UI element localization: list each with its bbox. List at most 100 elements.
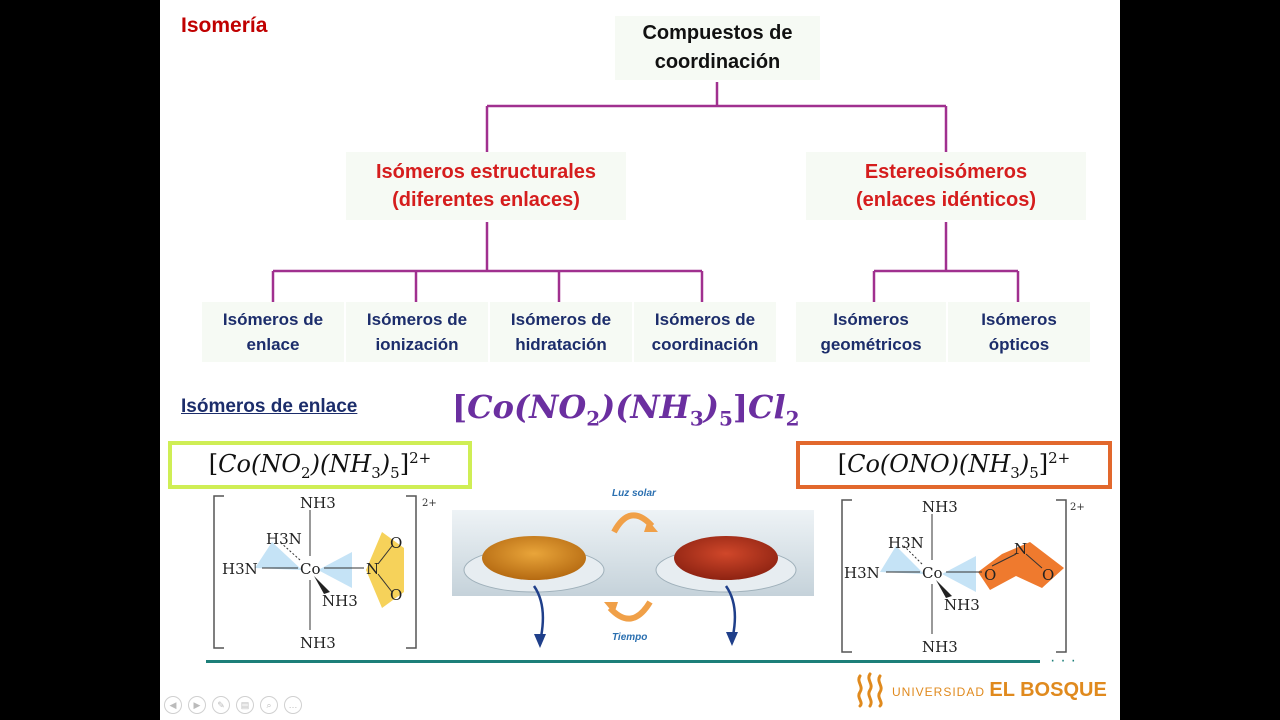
nitrito-complex-formula-box: [Co(ONO)(NH3)5]2+: [796, 441, 1112, 489]
leaf-label: ópticos: [988, 335, 1050, 354]
formula-sub: 5: [390, 463, 400, 482]
node-structural-isomers: Isómeros estructurales (diferentes enlace…: [346, 152, 626, 220]
right-charge: 2+: [1070, 502, 1085, 513]
formula-sub: 2: [785, 406, 800, 431]
formula-part: )(NH: [600, 388, 690, 426]
right-lower-right-ligand: NH3: [944, 596, 980, 614]
formula-charge: 2+: [409, 448, 432, 467]
node-ionization-isomers: Isómeros de ionización: [346, 302, 488, 362]
university-logo: UNIVERSIDAD EL BOSQUE: [854, 672, 1107, 708]
formula-sub: 5: [718, 406, 733, 431]
left-ligand-n: N: [366, 560, 379, 578]
leaf-label: Isómeros de: [366, 310, 468, 329]
time-label: Tiempo: [612, 632, 647, 643]
formula-charge: 2+: [1048, 448, 1071, 467]
nitrito-complex-formula: [Co(ONO)(NH3)5]2+: [838, 449, 1071, 482]
main-formula: [Co(NO2)(NH3)5]Cl2: [452, 388, 800, 430]
left-bottom-ligand: NH3: [300, 634, 336, 652]
node-coordination-isomers: Isómeros de coordinación: [634, 302, 776, 362]
formula-sub: 5: [1029, 463, 1039, 482]
formula-sub: 3: [371, 463, 381, 482]
left-ligand-o2: O: [390, 586, 402, 604]
root-line-2: coordinación: [654, 51, 781, 73]
nitro-complex-formula-box: [Co(NO2)(NH3)5]2+: [168, 441, 472, 489]
footer-rule: [206, 660, 1040, 663]
left-charge: 2+: [422, 498, 437, 509]
slide-navigation: ◀ ▶ ✎ ▤ ⌕ …: [164, 696, 302, 714]
leaf-label: geométricos: [820, 335, 922, 354]
formula-part: ): [1019, 449, 1030, 478]
formula-sub: 2: [301, 463, 311, 482]
left-top-ligand: NH3: [300, 494, 336, 512]
left-upper-left-ligand: H3N: [266, 530, 302, 548]
formula-part: Cl: [748, 388, 786, 426]
leaf-label: ionización: [375, 335, 459, 354]
formula-bracket: [: [452, 388, 468, 426]
left-center-metal: Co: [300, 560, 321, 578]
formula-bracket: ]: [399, 449, 410, 478]
next-slide-icon[interactable]: ▶: [188, 696, 206, 714]
slide: Isomería Compuestos de coordinación Isóme…: [160, 0, 1120, 720]
left-left-ligand: H3N: [222, 560, 258, 578]
nitro-complex-formula: [Co(NO2)(NH3)5]2+: [209, 449, 431, 482]
formula-part: Co(NO: [467, 388, 587, 426]
university-crest-icon: [857, 672, 883, 708]
root-line-1: Compuestos de: [642, 22, 793, 44]
right-top-ligand: NH3: [922, 498, 958, 516]
formula-sub: 3: [1010, 463, 1020, 482]
right-center-metal: Co: [922, 564, 943, 582]
right-ligand-o2: O: [1042, 566, 1054, 584]
left-ligand-o1: O: [390, 534, 402, 552]
more-icon[interactable]: …: [284, 696, 302, 714]
leaf-label: Isómeros: [833, 310, 909, 329]
right-ligand-n: N: [1014, 540, 1027, 558]
formula-part: ): [703, 388, 719, 426]
right-left-ligand: H3N: [844, 564, 880, 582]
formula-part: Co(ONO)(NH: [847, 449, 1011, 478]
formula-bracket: ]: [732, 388, 749, 426]
formula-sub: 2: [586, 406, 601, 431]
node-optical-isomers: Isómeros ópticos: [948, 302, 1090, 362]
node-geometric-isomers: Isómeros geométricos: [796, 302, 946, 362]
formula-part: ): [380, 449, 391, 478]
leaf-label: Isómeros de: [654, 310, 756, 329]
logo-name: EL BOSQUE: [989, 678, 1107, 701]
logo-prefix: UNIVERSIDAD: [892, 684, 986, 699]
right-bottom-ligand: NH3: [922, 638, 958, 656]
slide-title: Isomería: [181, 14, 268, 37]
right-ligand-o1: O: [984, 566, 996, 584]
leaf-label: coordinación: [651, 335, 759, 354]
formula-bracket: [: [208, 449, 219, 478]
stereoisomers-label: Estereoisómeros: [864, 161, 1028, 183]
leaf-label: Isómeros: [981, 310, 1057, 329]
structural-isomers-note: (diferentes enlaces): [392, 189, 580, 211]
node-stereoisomers: Estereoisómeros (enlaces idénticos): [806, 152, 1086, 220]
leaf-label: hidratación: [515, 335, 607, 354]
section-heading: Isómeros de enlace: [181, 396, 358, 417]
logo-wordmark: UNIVERSIDAD EL BOSQUE: [892, 679, 1107, 702]
previous-slide-icon[interactable]: ◀: [164, 696, 182, 714]
nitro-structure-diagram: 2+ NH3 H3N H3N Co NH3 NH3 N O O: [213, 494, 437, 652]
zoom-icon[interactable]: ⌕: [260, 696, 278, 714]
formula-part: Co(NO: [218, 449, 302, 478]
structural-isomers-label: Isómeros estructurales: [375, 161, 597, 183]
nitrito-structure-diagram: 2+ NH3 H3N H3N Co NH3 NH3 O N O: [841, 498, 1085, 656]
slides-icon[interactable]: ▤: [236, 696, 254, 714]
node-hydration-isomers: Isómeros de hidratación: [490, 302, 632, 362]
formula-bracket: [: [837, 449, 848, 478]
pen-icon[interactable]: ✎: [212, 696, 230, 714]
left-lower-right-ligand: NH3: [322, 592, 358, 610]
tree-connectors: [271, 82, 1020, 302]
formula-part: )(NH: [310, 449, 372, 478]
leaf-label: Isómeros de: [510, 310, 612, 329]
formula-bracket: ]: [1038, 449, 1049, 478]
leaf-label: enlace: [246, 335, 300, 354]
right-upper-left-ligand: H3N: [888, 534, 924, 552]
formula-sub: 3: [689, 406, 704, 431]
stereoisomers-note: (enlaces idénticos): [855, 189, 1037, 211]
footer-dots: ···: [1050, 652, 1081, 669]
node-coordination-compounds: Compuestos de coordinación: [615, 16, 820, 80]
color-change-photo: Luz solar Tiempo: [452, 488, 814, 648]
sunlight-label: Luz solar: [612, 488, 657, 499]
